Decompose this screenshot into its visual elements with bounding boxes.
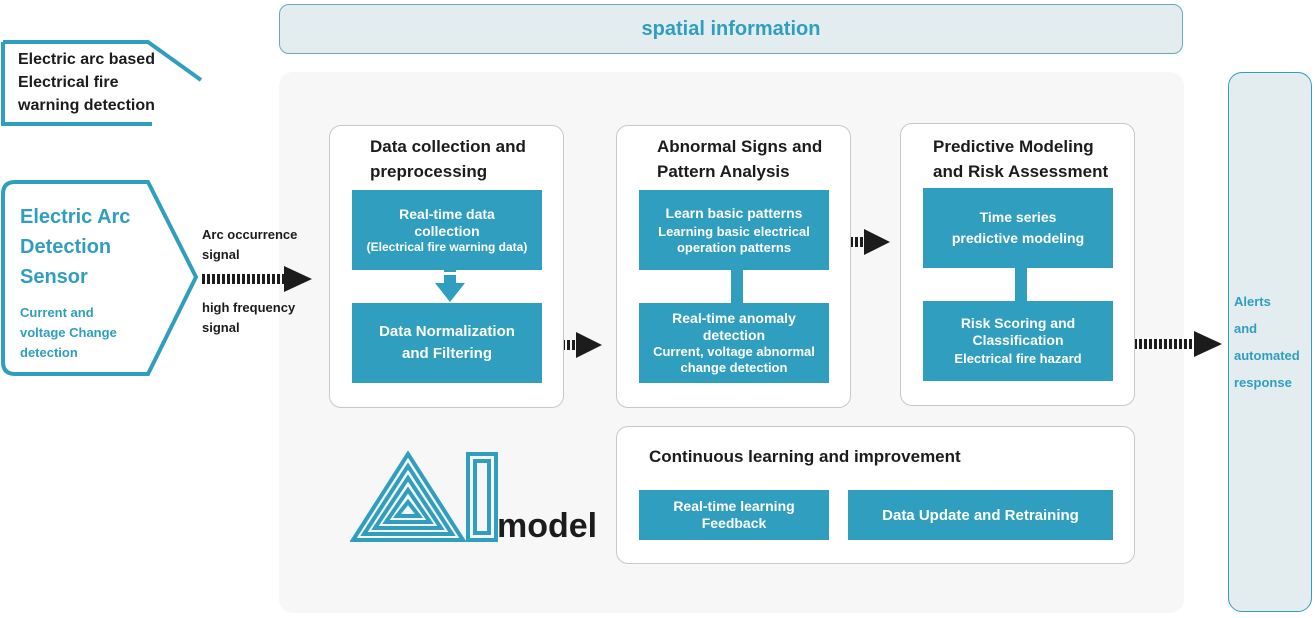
alerts-line: response <box>1234 375 1292 390</box>
arc-signal-label: Arc occurrence signal <box>202 225 297 265</box>
box-title-line: collection <box>414 222 480 239</box>
alerts-label: Alerts and automated response <box>1234 288 1300 396</box>
down-arrow-icon <box>435 268 465 302</box>
box-line: and Filtering <box>402 345 492 362</box>
sensor-desc-line: detection <box>20 345 78 360</box>
realtime-learning-feedback-box: Real-time learning Feedback <box>639 490 829 540</box>
box-line: predictive modeling <box>951 230 1085 246</box>
learn-basic-patterns-box: Learn basic patterns Learning basic elec… <box>639 190 829 270</box>
spatial-information-label: spatial information <box>641 17 821 40</box>
box-line: Real-time learning <box>673 498 795 514</box>
box-line: Data Normalization <box>379 323 515 340</box>
title-tag-line: Electrical fire <box>18 74 119 91</box>
box-line: Classification <box>972 332 1064 348</box>
data-update-retraining-box: Data Update and Retraining <box>848 490 1113 540</box>
sensor-title: Electric Arc Detection Sensor <box>20 202 130 292</box>
panel-title-line: preprocessing <box>370 162 488 181</box>
box-title-line: detection <box>702 327 766 343</box>
panel-title-line: Pattern Analysis <box>657 162 790 181</box>
title-tag-line: Electric arc based <box>18 51 155 68</box>
box-sub-line: change detection <box>680 360 788 375</box>
panel-continuous-learning-title: Continuous learning and improvement <box>649 447 961 466</box>
title-tag-frame <box>1 40 203 126</box>
box-line: Data Update and Retraining <box>882 506 1079 524</box>
box-sub-line: operation patterns <box>676 239 792 255</box>
box-sub-line: Current, voltage abnormal <box>653 344 815 359</box>
frequency-signal-line: signal <box>202 320 240 335</box>
box-title-line: Learn basic patterns <box>665 204 803 221</box>
panel-title-line: and Risk Assessment <box>933 162 1109 181</box>
spatial-information-bar: spatial information <box>279 4 1183 54</box>
time-series-modeling-box: Time series predictive modeling <box>923 188 1113 268</box>
alerts-line: Alerts <box>1234 294 1271 309</box>
panel-title-line: Predictive Modeling <box>933 137 1094 156</box>
frequency-signal-line: high frequency <box>202 300 296 315</box>
arrow-sensor-to-collection <box>202 266 312 292</box>
sensor-title-line: Sensor <box>20 266 88 288</box>
arc-signal-line: signal <box>202 247 240 262</box>
connector-line <box>1015 267 1027 302</box>
realtime-data-collection-box: Real-time data collection (Electrical fi… <box>352 190 542 270</box>
panel-title-line: Abnormal Signs and <box>657 137 823 156</box>
box-line: Feedback <box>701 515 767 531</box>
panel-title-line: Data collection and <box>370 137 526 156</box>
sensor-title-line: Electric Arc <box>20 206 131 228</box>
ai-logo-icon <box>350 450 498 542</box>
frequency-signal-label: high frequency signal <box>202 298 295 338</box>
sensor-box-frame <box>1 180 199 376</box>
title-tag: Electric arc based Electrical fire warni… <box>18 48 155 117</box>
box-title-line: Real-time data <box>399 205 495 222</box>
box-sub-line: (Electrical fire warning data) <box>366 239 528 254</box>
box-sub-line: Electrical fire hazard <box>954 351 1082 366</box>
alerts-line: automated <box>1234 348 1300 363</box>
box-line: Risk Scoring and <box>960 315 1076 331</box>
box-line: Time series <box>979 209 1057 225</box>
risk-scoring-box: Risk Scoring and Classification Electric… <box>923 301 1113 381</box>
box-sub-line: Learning basic electrical <box>658 223 810 239</box>
panel-abnormal-signs-title: Abnormal Signs and Pattern Analysis <box>657 134 822 184</box>
panel-data-collection-title: Data collection and preprocessing <box>370 134 526 184</box>
data-normalization-box: Data Normalization and Filtering <box>352 303 542 383</box>
arrow-predictive-to-alerts <box>1114 331 1222 357</box>
arc-signal-line: Arc occurrence <box>202 227 298 242</box>
alerts-line: and <box>1234 321 1258 336</box>
sensor-desc: Current and voltage Change detection <box>20 303 117 363</box>
sensor-desc-line: voltage Change <box>20 325 117 340</box>
sensor-title-line: Detection <box>20 236 112 258</box>
sensor-desc-line: Current and <box>20 305 94 320</box>
realtime-anomaly-detection-box: Real-time anomaly detection Current, vol… <box>639 303 829 383</box>
title-tag-line: warning detection <box>18 97 155 114</box>
panel-predictive-modeling-title: Predictive Modeling and Risk Assessment <box>933 134 1108 184</box>
connector-line <box>731 269 743 304</box>
box-title-line: Real-time anomaly <box>672 310 796 326</box>
alerts-column <box>1228 72 1312 612</box>
ai-logo-word: model <box>497 507 598 545</box>
